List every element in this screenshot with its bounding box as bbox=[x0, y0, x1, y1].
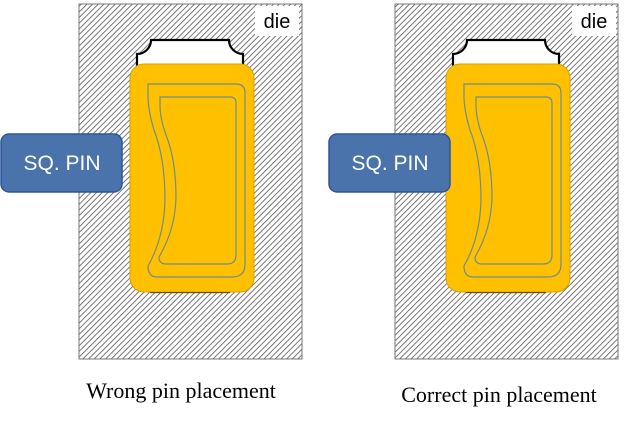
square-pin bbox=[0, 133, 123, 193]
caption-correct: Correct pin placement bbox=[401, 382, 596, 407]
part-contour-outer bbox=[463, 83, 562, 278]
part-contour-inner bbox=[158, 96, 237, 265]
panel-wrong: die SQ. PIN Wrong pin placement bbox=[0, 3, 303, 403]
pin-label: SQ. PIN bbox=[23, 152, 100, 175]
part bbox=[129, 63, 255, 293]
part-contour-outer bbox=[147, 83, 246, 278]
part-contour-inner bbox=[474, 96, 553, 265]
pin-label: SQ. PIN bbox=[351, 152, 428, 175]
die-label-box bbox=[572, 6, 616, 36]
die-label: die bbox=[581, 11, 608, 33]
panel-correct: die SQ. PIN Correct pin placement bbox=[328, 3, 619, 407]
caption-wrong: Wrong pin placement bbox=[86, 378, 276, 403]
square-pin bbox=[328, 133, 451, 193]
die-label-box bbox=[255, 6, 299, 36]
die-label: die bbox=[264, 11, 291, 33]
